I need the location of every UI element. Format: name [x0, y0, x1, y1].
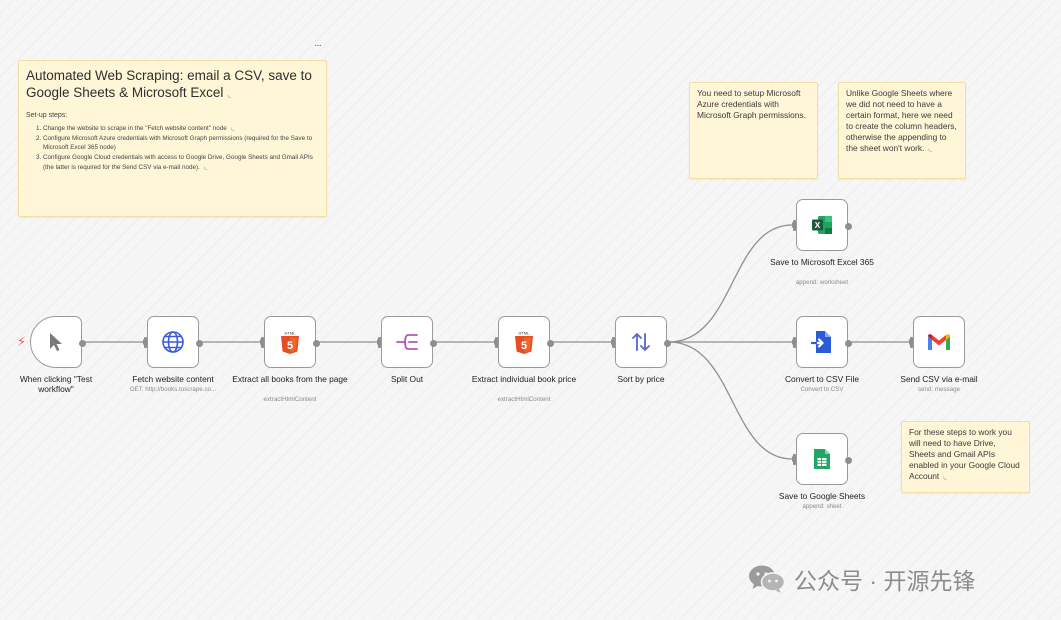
edge-sort-gsheets: [668, 341, 793, 460]
wechat-icon: [749, 565, 786, 593]
node-sort-by-price[interactable]: [612, 316, 671, 368]
setup-step: Configure Google Cloud credentials with …: [43, 154, 319, 173]
node-split-out[interactable]: [378, 316, 437, 368]
node-send-csv-email[interactable]: [910, 316, 965, 368]
input-port[interactable]: [261, 337, 264, 348]
node-convert-to-csv[interactable]: [793, 316, 852, 368]
trigger-bolt-icon: ⚡: [17, 334, 27, 349]
node-label-gmail: Send CSV via e-mail: [900, 374, 978, 384]
output-port[interactable]: [663, 339, 671, 347]
input-port[interactable]: [144, 337, 147, 348]
input-port[interactable]: [910, 337, 913, 348]
sticky-note-google-cloud[interactable]: For these steps to work you will need to…: [901, 421, 1030, 493]
input-port[interactable]: [793, 220, 796, 231]
node-label-trigger: When clicking "Test workflow": [19, 374, 93, 394]
edge-sort-excel: [668, 224, 793, 343]
node-label-split-out: Split Out: [390, 374, 424, 384]
edit-indicator-icon: ◟: [230, 122, 235, 132]
node-sublabel-extract-price: extractHtmlContent: [497, 396, 551, 403]
node-label-fetch: Fetch website content: [132, 374, 214, 384]
sticky-text: You need to setup Microsoft Azure creden…: [697, 88, 806, 120]
input-port[interactable]: [378, 337, 381, 348]
node-extract-all-books[interactable]: HTML 5: [261, 316, 320, 368]
edit-indicator-icon: ◟: [227, 89, 231, 99]
node-label-gsheets: Save to Google Sheets: [778, 491, 866, 501]
svg-text:HTML: HTML: [285, 331, 297, 336]
globe-icon: [161, 330, 185, 354]
output-port[interactable]: [195, 339, 203, 347]
edit-indicator-icon: ◟: [928, 143, 932, 153]
edit-indicator-icon: ◟: [203, 161, 208, 172]
setup-step: Change the website to scrape in the "Fet…: [43, 123, 319, 133]
svg-text:5: 5: [521, 340, 527, 352]
node-save-google-sheets[interactable]: [793, 433, 852, 485]
file-import-icon: [811, 330, 833, 354]
node-sublabel-fetch: GET: http://books.toscrape.co...: [129, 386, 217, 393]
sticky-note-azure[interactable]: You need to setup Microsoft Azure creden…: [689, 82, 818, 179]
node-sublabel-gsheets: append: sheet: [802, 503, 842, 510]
cursor-arrow-icon: [47, 331, 65, 353]
watermark: 公众号 · 开源先锋: [748, 562, 975, 596]
output-port[interactable]: [844, 222, 852, 230]
sticky-text: For these steps to work you will need to…: [909, 427, 1020, 481]
node-fetch-website-content[interactable]: [144, 316, 203, 368]
html5-icon: HTML 5: [514, 330, 534, 354]
split-out-icon: [395, 332, 419, 352]
node-label-csv: Convert to CSV File: [784, 374, 859, 384]
input-port[interactable]: [612, 337, 615, 348]
node-label-extract-price: Extract individual book price: [471, 374, 577, 384]
svg-text:HTML: HTML: [519, 331, 531, 336]
watermark-text: 公众号 · 开源先锋: [794, 568, 976, 594]
node-sublabel-excel: append: worksheet: [795, 279, 849, 286]
google-sheets-icon: [813, 448, 831, 470]
node-sublabel-csv: Convert to CSV: [800, 386, 844, 393]
node-label-excel: Save to Microsoft Excel 365: [770, 257, 874, 267]
output-port[interactable]: [844, 456, 852, 464]
node-extract-book-price[interactable]: HTML 5: [495, 316, 554, 368]
input-port[interactable]: [793, 454, 796, 465]
node-sublabel-extract-all: extractHtmlContent: [263, 396, 317, 403]
sticky-text: Unlike Google Sheets where we did not ne…: [846, 88, 957, 153]
node-label-sort: Sort by price: [617, 374, 665, 384]
edit-indicator-icon: ◟: [943, 471, 947, 481]
output-port[interactable]: [429, 339, 437, 347]
output-port[interactable]: [312, 339, 320, 347]
sticky-title: Automated Web Scraping: email a CSV, sav…: [26, 68, 312, 100]
excel-icon: X: [811, 214, 833, 236]
sticky-note-setup[interactable]: Automated Web Scraping: email a CSV, sav…: [18, 60, 327, 217]
svg-text:X: X: [815, 220, 821, 230]
setup-heading: Set-up steps:: [26, 112, 68, 119]
output-port[interactable]: [546, 339, 554, 347]
sticky-note-column-headers[interactable]: Unlike Google Sheets where we did not ne…: [838, 82, 966, 179]
setup-step: Configure Microsoft Azure credentials wi…: [43, 135, 319, 152]
input-port[interactable]: [793, 337, 796, 348]
sticky-options-icon[interactable]: ···: [314, 40, 322, 51]
node-label-extract-all: Extract all books from the page: [232, 374, 348, 384]
output-port[interactable]: [78, 339, 86, 347]
setup-steps-list: Change the website to scrape in the "Fet…: [26, 123, 319, 172]
html5-icon: HTML 5: [280, 330, 300, 354]
node-save-excel[interactable]: X: [793, 199, 852, 251]
gmail-icon: [927, 333, 951, 351]
node-sublabel-gmail: send: message: [918, 386, 960, 393]
sort-arrows-icon: [630, 331, 652, 353]
node-manual-trigger[interactable]: [30, 316, 86, 368]
output-port[interactable]: [844, 339, 852, 347]
svg-text:5: 5: [287, 340, 293, 352]
input-port[interactable]: [495, 337, 498, 348]
